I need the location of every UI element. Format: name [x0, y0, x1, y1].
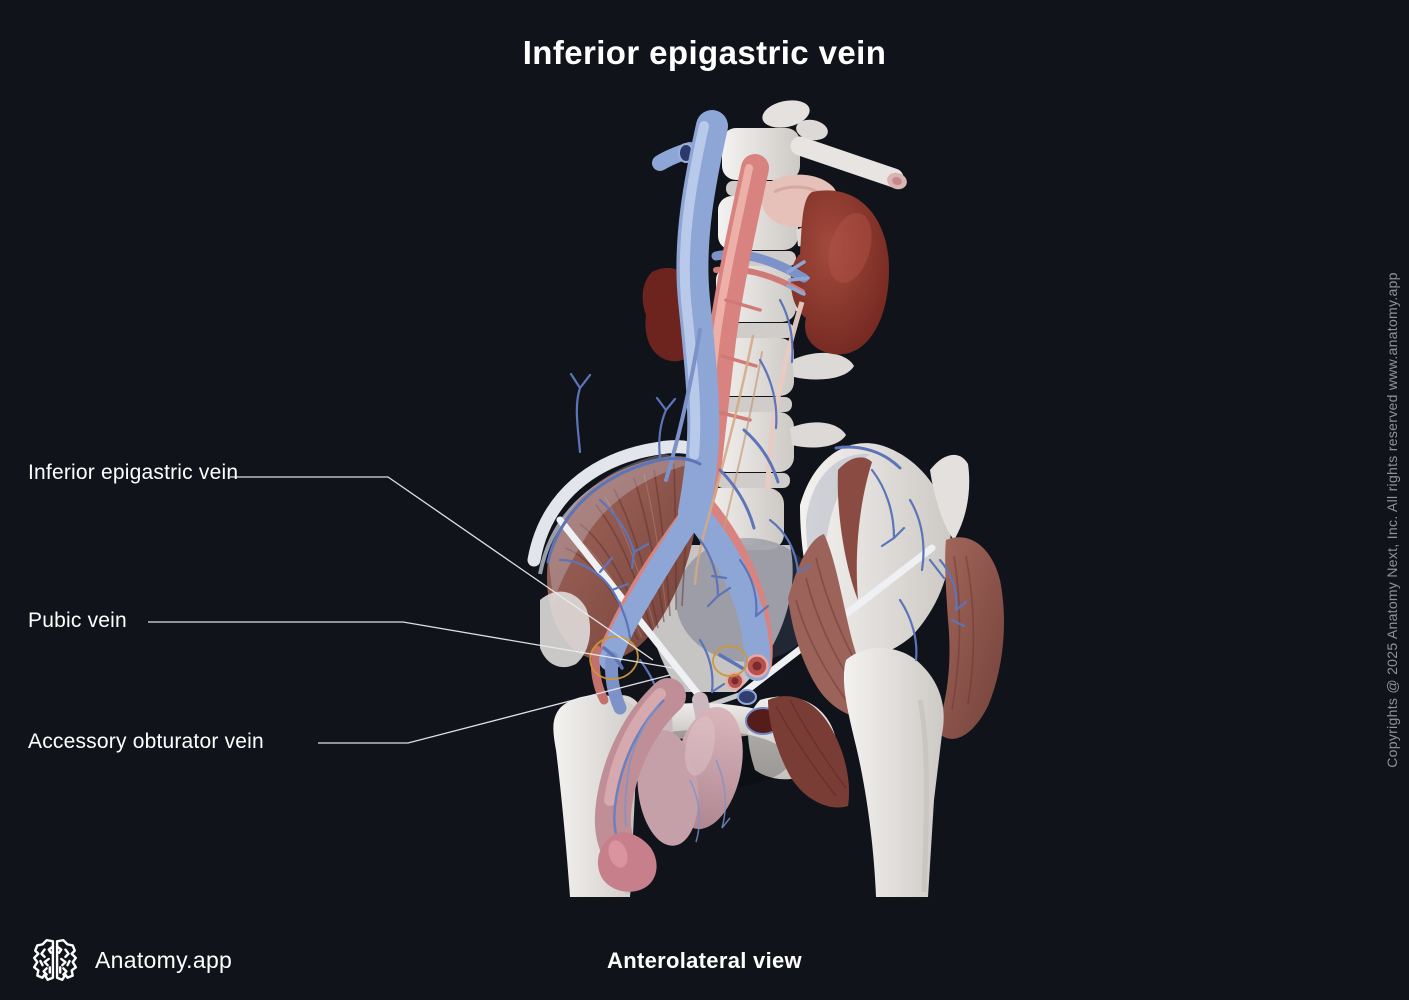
leader-line-pubic-vein: [148, 621, 674, 669]
highlight-rings: [589, 635, 748, 681]
view-label: Anterolateral view: [607, 948, 802, 973]
inferior-vena-cava: [599, 110, 771, 715]
leader-line-inferior-epigastric-vein: [230, 476, 654, 661]
right-gluteal-muscle: [936, 537, 1004, 739]
structure-label-accessory-obturator-vein: Accessory obturator vein: [28, 730, 264, 753]
left-femoral-vein: [605, 651, 627, 715]
scrotum: [637, 692, 743, 846]
left-iliac-vein: [599, 501, 705, 671]
right-iliacus-muscle: [837, 457, 872, 600]
page-title: Inferior epigastric vein: [522, 34, 887, 71]
right-femur: [843, 648, 944, 897]
structure-label-pubic-vein: Pubic vein: [28, 609, 127, 632]
copyright-text: Copyrights @ 2025 Anatomy Next, Inc. All…: [1384, 272, 1400, 768]
brand-footer: Anatomy.app: [30, 936, 232, 984]
right-iliac-vein: [681, 499, 771, 681]
gonadal-vein: [664, 328, 702, 482]
ureter: [765, 301, 805, 491]
pelvic-veins-network: [546, 298, 968, 714]
right-kidney: [711, 190, 890, 491]
brain-logo-icon: [30, 936, 80, 984]
brand-name: Anatomy.app: [95, 946, 233, 973]
leader-line-accessory-obturator-vein: [318, 674, 671, 744]
leader-lines: [148, 476, 674, 744]
adductor-muscle: [768, 696, 850, 808]
left-testis: [637, 730, 699, 846]
glans: [597, 832, 657, 892]
penis: [594, 678, 686, 892]
rib: [790, 136, 907, 190]
structure-label-inferior-epigastric-vein: Inferior epigastric vein: [28, 461, 239, 484]
nerves: [693, 334, 763, 586]
